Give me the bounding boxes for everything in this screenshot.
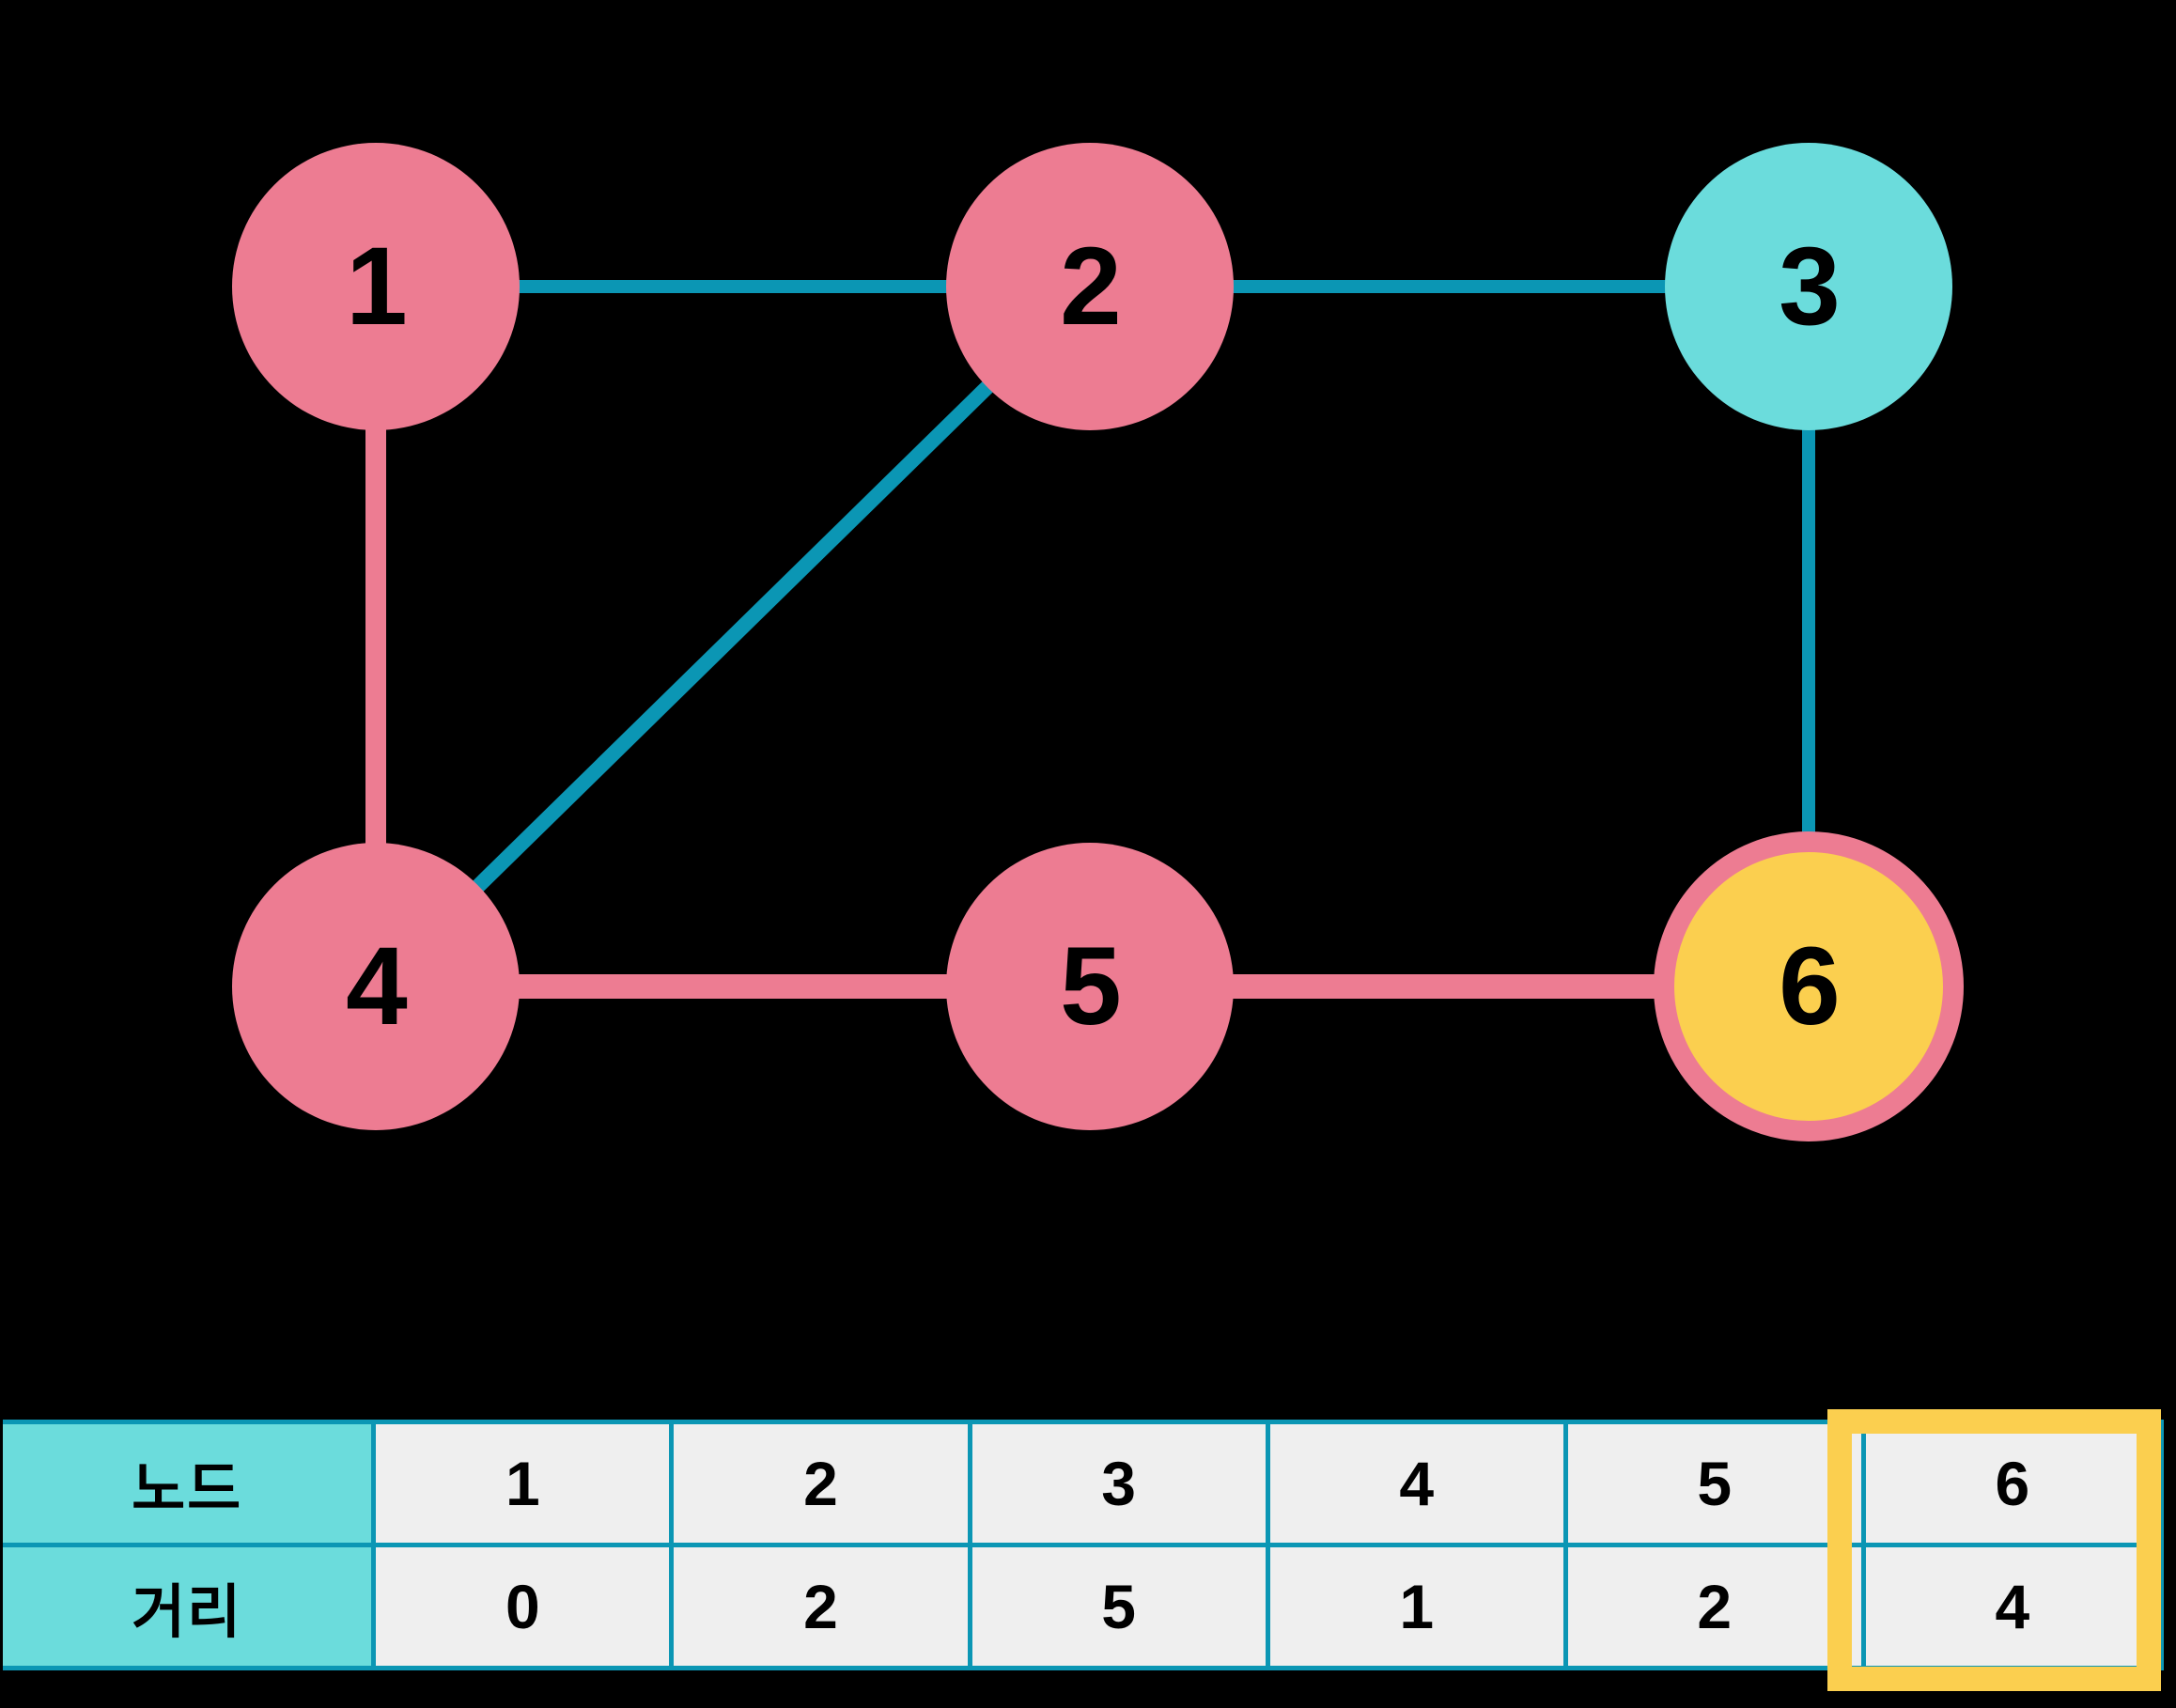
edge-2-4	[470, 379, 996, 894]
graph-node-6[interactable]: 6	[1654, 831, 1964, 1141]
cell-node-2[interactable]: 2	[669, 1420, 972, 1547]
cell-node-4[interactable]: 4	[1265, 1420, 1568, 1547]
distance-table: 노드 1 2 3 4 5 6 거리 0 2 5 1 2 4	[3, 1420, 2165, 1670]
cell-node-3[interactable]: 3	[967, 1420, 1270, 1547]
row-header-distance: 거리	[3, 1543, 377, 1670]
graph-node-label-4: 4	[346, 924, 408, 1048]
graph-node-label-1: 1	[346, 225, 408, 349]
table-row-node: 노드 1 2 3 4 5 6	[3, 1420, 2165, 1547]
graph-node-1[interactable]: 1	[232, 143, 520, 430]
cell-distance-2[interactable]: 2	[669, 1543, 972, 1670]
cell-distance-6[interactable]: 4	[1860, 1543, 2165, 1670]
cell-node-5[interactable]: 5	[1562, 1420, 1866, 1547]
graph-edges-layer	[365, 280, 1815, 999]
graph-node-4[interactable]: 4	[232, 843, 520, 1130]
graph-canvas: 1 2 3 4 5 6	[232, 143, 1964, 1141]
cell-distance-1[interactable]: 0	[371, 1543, 675, 1670]
graph-node-label-2: 2	[1060, 225, 1122, 349]
graph-node-2[interactable]: 2	[946, 143, 1234, 430]
cell-distance-4[interactable]: 1	[1265, 1543, 1568, 1670]
distance-table-wrapper: 노드 1 2 3 4 5 6 거리 0 2 5 1 2 4	[3, 1420, 2165, 1683]
cell-distance-5[interactable]: 2	[1562, 1543, 1866, 1670]
row-header-node: 노드	[3, 1420, 377, 1547]
graph-node-3[interactable]: 3	[1665, 143, 1952, 430]
cell-node-6[interactable]: 6	[1860, 1420, 2165, 1547]
cell-node-1[interactable]: 1	[371, 1420, 675, 1547]
graph-node-5[interactable]: 5	[946, 843, 1234, 1130]
graph-node-label-3: 3	[1779, 225, 1841, 349]
cell-distance-3[interactable]: 5	[967, 1543, 1270, 1670]
table-row-distance: 거리 0 2 5 1 2 4	[3, 1543, 2165, 1670]
graph-node-label-5: 5	[1060, 924, 1122, 1048]
graph-node-label-6: 6	[1779, 924, 1841, 1048]
